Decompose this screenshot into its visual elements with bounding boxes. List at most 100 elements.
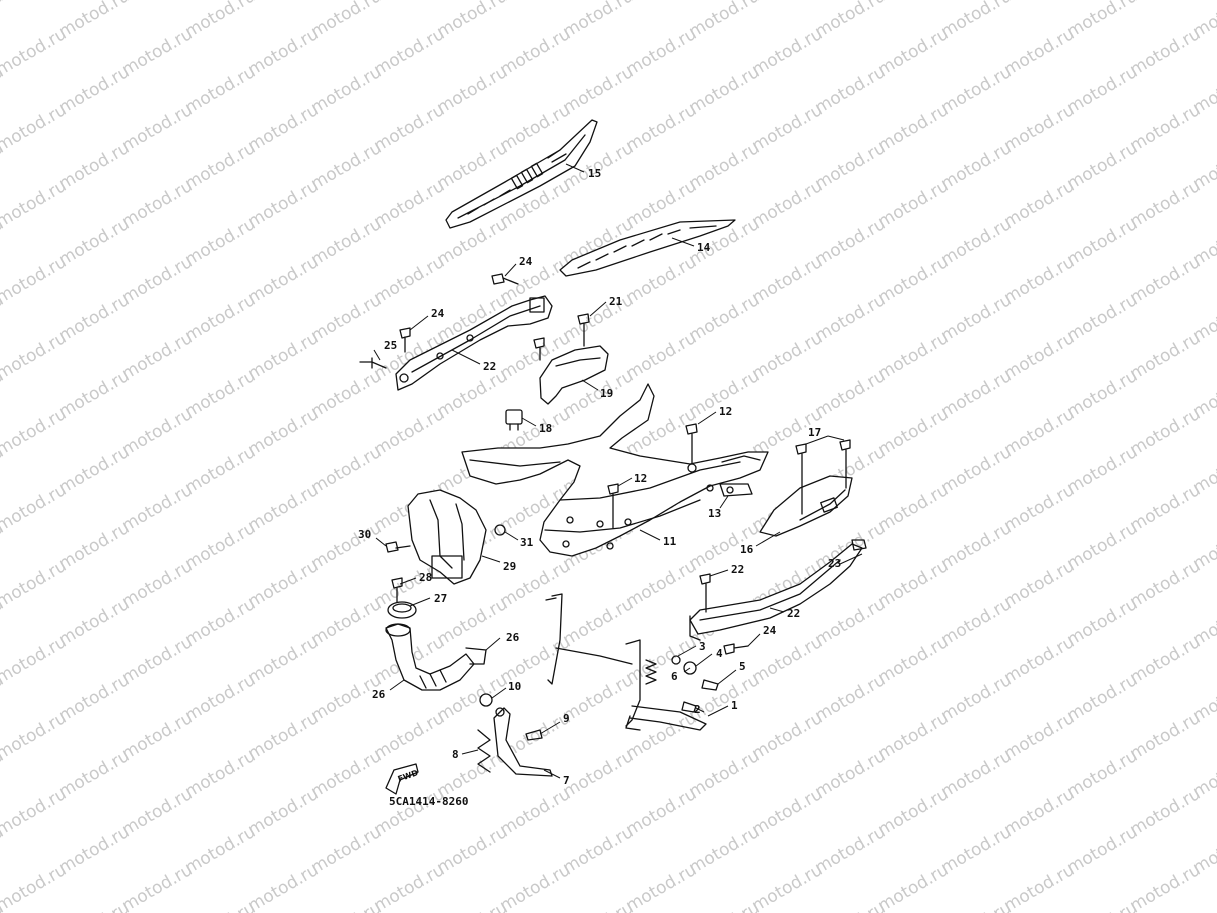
watermark-text: motod.ru xyxy=(812,290,890,346)
watermark-text: motod.ru xyxy=(308,594,386,650)
callout-4: 4 xyxy=(695,647,723,667)
watermark-text: motod.ru xyxy=(56,138,134,194)
watermark-text: motod.ru xyxy=(560,898,638,913)
watermark-text: motod.ru xyxy=(119,252,197,308)
watermark-text: motod.ru xyxy=(1064,0,1142,42)
watermark-text: motod.ru xyxy=(497,784,575,840)
watermark-text: motod.ru xyxy=(749,860,827,913)
watermark-text: motod.ru xyxy=(749,24,827,80)
watermark-text: motod.ru xyxy=(1001,632,1079,688)
watermark-text: motod.ru xyxy=(119,784,197,840)
watermark-text: motod.ru xyxy=(560,670,638,726)
watermark-text: motod.ru xyxy=(812,138,890,194)
callout-label: 22 xyxy=(483,360,496,373)
watermark-text: motod.ru xyxy=(245,632,323,688)
callout-29: 29 xyxy=(481,555,516,573)
watermark-text: motod.ru xyxy=(182,0,260,42)
callout-12b: 12 xyxy=(617,472,647,487)
watermark-text: motod.ru xyxy=(749,100,827,156)
watermark-text: motod.ru xyxy=(875,784,953,840)
watermark-text: motod.ru xyxy=(56,822,134,878)
part-27-clamp xyxy=(387,577,417,619)
watermark-text: motod.ru xyxy=(182,138,260,194)
watermark-text: motod.ru xyxy=(1064,62,1142,118)
watermark-text: motod.ru xyxy=(938,366,1016,422)
watermark-text: motod.ru xyxy=(245,860,323,913)
watermark-text: motod.ru xyxy=(1001,708,1079,764)
callout-19: 19 xyxy=(581,379,613,400)
watermark-text: motod.ru xyxy=(56,898,134,913)
callout-label: 10 xyxy=(508,680,521,693)
watermark-text: motod.ru xyxy=(938,62,1016,118)
callout-label: 14 xyxy=(697,241,711,254)
watermark-text: motod.ru xyxy=(812,746,890,802)
watermark-text: motod.ru xyxy=(875,632,953,688)
callout-22b: 23 xyxy=(828,553,863,570)
watermark-text: motod.ru xyxy=(308,62,386,118)
watermark-text: motod.ru xyxy=(749,176,827,232)
part-17-panel xyxy=(759,439,853,537)
watermark-text: motod.ru xyxy=(308,366,386,422)
callout-label: 12 xyxy=(634,472,647,485)
watermark-text: motod.ru xyxy=(1001,176,1079,232)
callout-11: 11 xyxy=(639,529,677,548)
callout-label: 11 xyxy=(663,535,677,548)
watermark-text: motod.ru xyxy=(875,100,953,156)
watermark-text: motod.ru xyxy=(56,670,134,726)
callout-label: 15 xyxy=(588,167,601,180)
fwd-arrow-icon: FWD xyxy=(385,763,420,795)
watermark-text: motod.ru xyxy=(812,366,890,422)
watermark-text: motod.ru xyxy=(560,822,638,878)
watermark-text: motod.ru xyxy=(434,366,512,422)
watermark-text: motod.ru xyxy=(119,24,197,80)
watermark-text: motod.ru xyxy=(245,328,323,384)
watermark-text: motod.ru xyxy=(749,632,827,688)
watermark-text: motod.ru xyxy=(1001,24,1079,80)
watermark-text: motod.ru xyxy=(875,860,953,913)
callout-2: 2 xyxy=(694,703,705,716)
watermark-text: motod.ru xyxy=(1001,100,1079,156)
part-1-main-stand xyxy=(545,593,719,731)
watermark-text: motod.ru xyxy=(245,404,323,460)
watermark-text: motod.ru xyxy=(1064,898,1142,913)
watermark-text: motod.ru xyxy=(119,632,197,688)
watermark-text: motod.ru xyxy=(875,404,953,460)
watermark-text: motod.ru xyxy=(371,708,449,764)
part-7-side-stand xyxy=(477,693,553,777)
callout-1: 1 xyxy=(707,699,738,717)
callout-10: 10 xyxy=(491,680,521,699)
watermark-text: motod.ru xyxy=(308,518,386,574)
watermark-text: motod.ru xyxy=(56,366,134,422)
watermark-text: motod.ru xyxy=(0,784,70,840)
watermark-text: motod.ru xyxy=(56,442,134,498)
callout-6: 6 xyxy=(671,667,691,683)
watermark-text: motod.ru xyxy=(245,480,323,536)
watermark-text: motod.ru xyxy=(812,62,890,118)
watermark-text: motod.ru xyxy=(1127,860,1205,913)
watermark-text: motod.ru xyxy=(1127,404,1205,460)
callout-21: 22 xyxy=(769,607,800,620)
callout-label: 6 xyxy=(671,670,678,683)
watermark-text: motod.ru xyxy=(371,860,449,913)
watermark-text: motod.ru xyxy=(434,822,512,878)
watermark-text: motod.ru xyxy=(371,784,449,840)
watermark-text: motod.ru xyxy=(623,632,701,688)
callout-label: 24 xyxy=(763,624,777,637)
callout-label: 22 xyxy=(787,607,800,620)
callout-9: 9 xyxy=(539,712,570,735)
watermark-text: motod.ru xyxy=(1064,518,1142,574)
watermark-text: motod.ru xyxy=(56,0,134,42)
callout-24a: 24 xyxy=(504,255,533,277)
watermark-text: motod.ru xyxy=(938,290,1016,346)
watermark-text: motod.ru xyxy=(119,480,197,536)
callout-label: 19 xyxy=(600,387,613,400)
watermark-text: motod.ru xyxy=(371,176,449,232)
watermark-text: motod.ru xyxy=(0,176,70,232)
watermark-text: motod.ru xyxy=(182,442,260,498)
part-25-hose xyxy=(385,623,487,691)
part-14-clip xyxy=(505,409,523,431)
watermark-text: motod.ru xyxy=(245,556,323,612)
watermark-text: motod.ru xyxy=(1127,708,1205,764)
watermark-text: motod.ru xyxy=(686,62,764,118)
